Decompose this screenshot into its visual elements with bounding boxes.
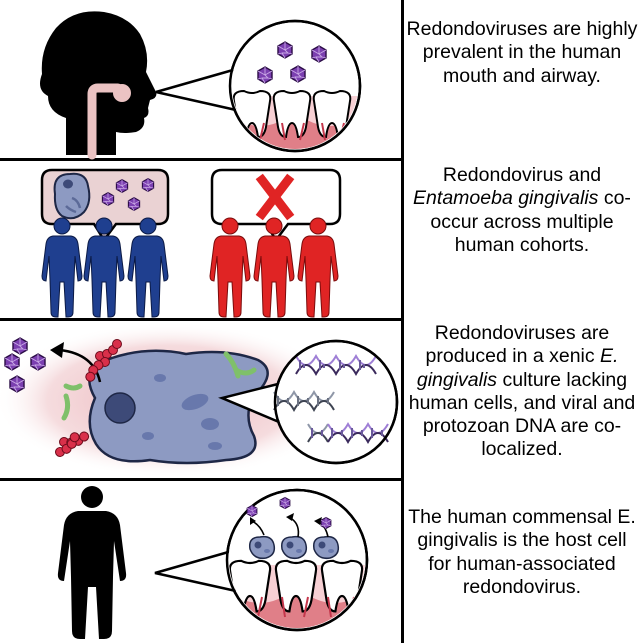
amoeba-icon (88, 349, 269, 465)
bacteria-icon (61, 351, 257, 421)
person-positive-3 (127, 217, 169, 318)
virus-icon (12, 337, 28, 355)
amoeba-icon (53, 172, 91, 220)
virus-icon (30, 353, 46, 371)
virus-icon (257, 66, 273, 84)
caption-panel-4: The human commensal E. gingivalis is the… (408, 506, 636, 598)
caption-panel-3-part1: Redondoviruses are produced in a xenic (425, 322, 610, 368)
mouth-bubble (154, 488, 369, 632)
body-silhouette-icon (57, 486, 127, 639)
virus-icon (9, 375, 25, 393)
caption-panel-2-part2: co-occur across multiple human cohorts. (430, 187, 631, 256)
panel-divider-2 (0, 318, 403, 321)
caption-panel-2-part1: Redondovirus and (442, 164, 602, 186)
dna-helix-icon (273, 389, 335, 413)
x-mark-icon (255, 173, 295, 221)
virus-icon (141, 178, 155, 192)
person-positive-2 (83, 217, 125, 318)
panel-2-illustration (40, 168, 342, 318)
dna-bubble (218, 339, 399, 465)
caption-panel-2-italic: Entamoeba gingivalis (413, 187, 599, 210)
person-negative-1 (209, 217, 251, 318)
panel-divider-3 (0, 478, 403, 481)
column-divider (401, 0, 404, 643)
virus-icon (320, 516, 332, 530)
virus-icon (127, 197, 141, 211)
panel-3-illustration (0, 322, 399, 478)
head-silhouette-icon (40, 11, 157, 160)
panel-1-illustration (40, 11, 362, 160)
panel-divider-1 (0, 158, 403, 161)
virus-icon (115, 179, 129, 193)
caption-panel-3-italic: E. gingivalis (416, 345, 619, 391)
virus-icon (246, 504, 258, 518)
amoeba-icon (312, 535, 340, 560)
person-positive-1 (41, 217, 83, 318)
amoeba-icon (248, 535, 276, 560)
panel-4-illustration (57, 486, 369, 639)
absence-bubble (210, 168, 342, 243)
virus-icon (277, 41, 293, 59)
release-arrow (59, 348, 102, 383)
caption-panel-2: Redondovirus and Entamoeba gingivalis co… (406, 164, 638, 257)
dna-helix-icon (307, 421, 389, 445)
virus-icon (290, 65, 306, 83)
person-negative-3 (297, 217, 339, 318)
virus-icon (4, 353, 20, 371)
virus-icon (311, 45, 327, 63)
caption-panel-3-part2: culture lacking human cells, and viral a… (408, 368, 636, 461)
virus-icon (101, 192, 115, 206)
caption-panel-3: Redondoviruses are produced in a xenic E… (406, 322, 638, 462)
caption-panel-1: Redondoviruses are highly prevalent in t… (406, 18, 638, 87)
person-negative-2 (253, 217, 295, 318)
virus-icon (279, 496, 291, 510)
dna-helix-icon (295, 353, 377, 377)
mouth-bubble (155, 19, 362, 153)
amoeba-icon (280, 535, 308, 560)
